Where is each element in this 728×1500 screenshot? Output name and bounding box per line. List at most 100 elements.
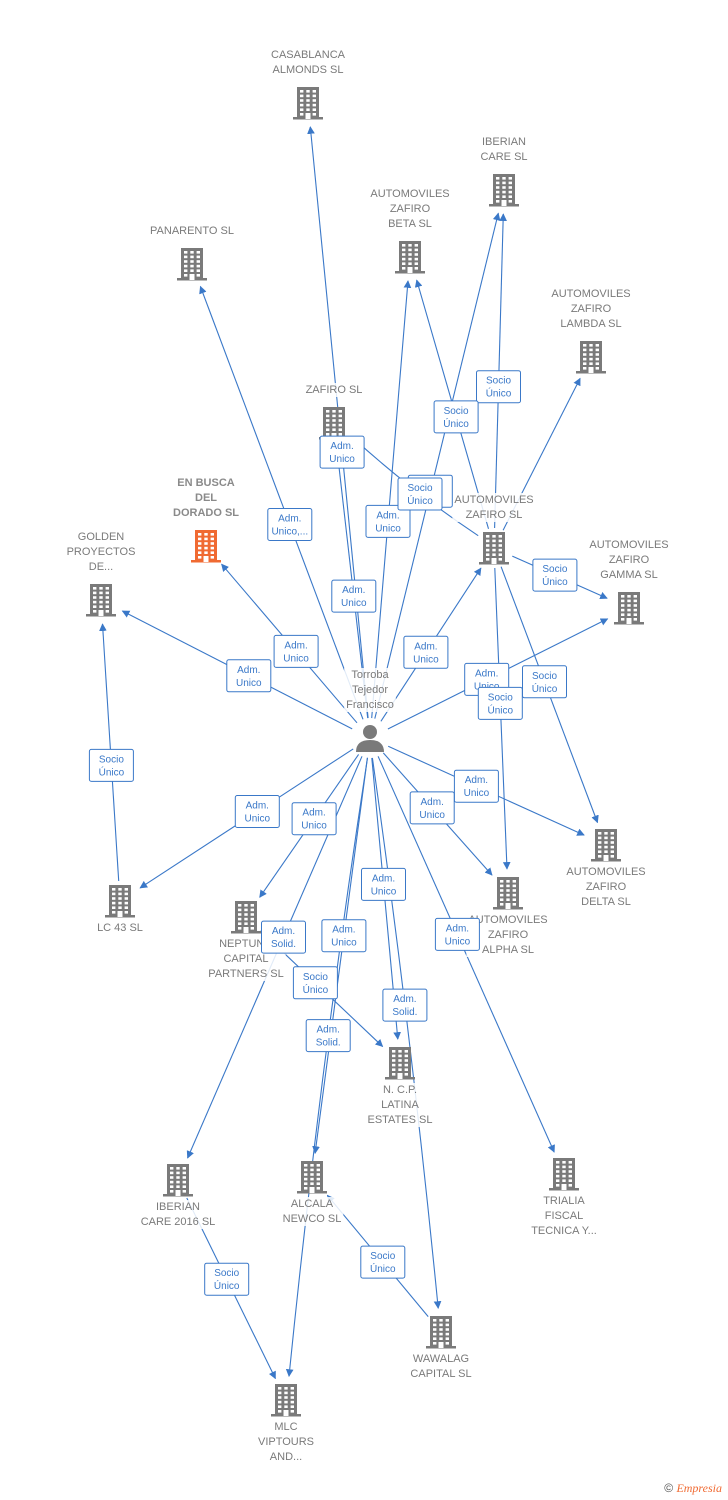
edge-label-text: Solid. [392,1007,417,1018]
edge-label-text: Socio [488,692,513,703]
edge-label-text: Adm. [475,668,498,679]
edge-label-box [453,769,499,803]
edge-label-person-to-ncp[interactable]: Adm.Unico [361,867,406,901]
edge-label-person-to-zafiro_sl[interactable]: Adm.Unico [331,579,377,613]
building-icon [549,1158,579,1191]
edge-label-text: Unico [301,821,327,832]
edge-label-person-to-mlc[interactable]: Adm.Solid. [305,1019,351,1053]
edge-label-text: Unico [371,886,397,897]
edge-labels-layer: Adm.UnicoAdm.Unico,...Adm.UnicoAdm.Unico… [88,370,578,1296]
node-panarento[interactable]: PANARENTO SL [148,224,236,281]
edge-label-text: Socio [303,972,328,983]
building-icon [319,407,349,440]
edge-label-text: Único [407,494,433,507]
building-icon [297,1161,327,1194]
edge-label-box [267,508,313,541]
node-zafiro-sl[interactable]: ZAFIRO SL [303,383,365,440]
brand-footer[interactable]: © Empresia [664,1481,722,1496]
edge-label-text: Socio [444,406,469,417]
edge-label-person-to-wawalag[interactable]: Adm.Solid. [382,988,428,1022]
building-icon [177,248,207,281]
building-icon [426,1316,456,1349]
edge-label-text: Unico [329,454,355,465]
edge-label-person-to-neptuno[interactable]: Adm.Unico [291,802,337,836]
building-icon [271,1384,301,1417]
edge-label-text: Adm. [342,585,365,596]
edge-label-box [273,634,319,668]
edge-person-to-iberian_care [374,212,501,719]
edge-label-text: Adm. [446,923,469,934]
edge-label-box [476,370,521,404]
edge-label-person-to-alcala[interactable]: Adm.Unico [321,919,367,953]
edge-label-person-to-zafiro_delta[interactable]: Adm.Unico [453,769,499,803]
edge-label-box [522,665,567,699]
edge-label-text: Unico [413,654,439,665]
edge-label-person-to-panarento[interactable]: Adm.Unico,... [267,508,313,541]
edge-label-text: Socio [486,376,511,387]
edge-label-text: Socio [407,483,432,494]
building-icon [479,532,509,565]
edge-label-text: Único [486,387,512,400]
brand-logo: Empresia [676,1481,722,1495]
edge-label-person-to-iberian_2016[interactable]: Adm.Solid. [261,920,306,954]
edge-label-person-to-golden[interactable]: Adm.Unico [226,659,272,693]
edge-label-person-to-zafiro_auto_sl[interactable]: Adm. Unico [403,635,449,669]
edge-label-text: Unico [375,523,401,534]
edge-person-to-trialia [377,756,555,1153]
edge-label-box [319,435,365,469]
edge-label-box [365,504,411,538]
edge-label-text: Adm. [414,641,437,652]
edge-label-text: Socio [532,671,557,682]
node-lc43[interactable]: LC 43 SL [95,885,145,935]
edge-label-person-to-en_busca[interactable]: Adm.Unico [273,634,319,668]
edge-label-text: Adm. [237,665,260,676]
edge-label-person-to-casablanca[interactable]: Adm.Unico [319,435,365,469]
edge-label-box [292,966,338,1000]
edge-label-box [261,920,306,954]
edge-label-person-to-trialia[interactable]: Adm.Unico [434,917,480,951]
edge-label-person-to-lc43[interactable]: Adm.Unico [234,795,280,828]
edge-label-text: Adm. [272,926,295,937]
building-icon [395,241,425,274]
edge-label-box [226,659,272,693]
building-icon [576,341,606,374]
edge-label-person-to-zafiro_alpha[interactable]: Adm.Unico [409,791,455,825]
edge-label-person-to-zafiro_beta[interactable]: Adm.Unico [365,504,411,538]
building-icon [86,584,116,617]
edge-label-text: Adm. [317,1025,340,1036]
